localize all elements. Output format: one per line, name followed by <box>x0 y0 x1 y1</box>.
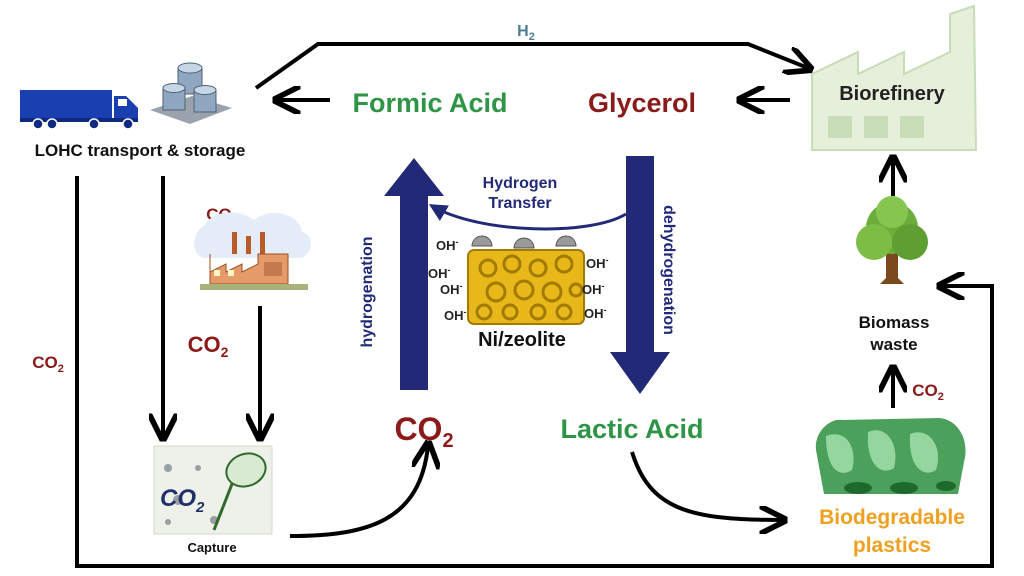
lohc-label: LOHC transport & storage <box>35 141 246 160</box>
formic-acid-label: Formic Acid <box>352 88 507 118</box>
capture-co2-label: CO2 <box>188 332 229 360</box>
hydrogenation-label: hydrogenation <box>359 236 376 347</box>
oh-label: OH- <box>436 237 459 253</box>
capture-net-icon: CO2 <box>153 445 273 535</box>
tree-icon <box>856 196 928 284</box>
catalyst-label: Ni/zeolite <box>478 329 566 351</box>
arrow-lactic-to-plastics <box>630 451 782 520</box>
hydrogen-transfer-line1: Hydrogen <box>483 175 558 192</box>
hydroxyl-groups: OH- OH- OH- OH- OH- OH- OH- <box>428 237 609 323</box>
arrow-loop-to-biomass <box>75 176 994 568</box>
glycerol-label: Glycerol <box>588 88 696 118</box>
loop-co2-label: CO2 <box>32 353 64 375</box>
biorefinery-icon <box>811 4 978 151</box>
arrow-capture-to-co2 <box>289 446 428 538</box>
truck-icon <box>20 90 138 130</box>
biorefinery-label: Biorefinery <box>839 83 945 105</box>
dehydrogenation-arrow: dehydrogenation <box>610 156 677 394</box>
dehydrogenation-label: dehydrogenation <box>660 205 677 335</box>
plastic-bottles-icon <box>815 418 966 494</box>
hydrogen-transfer-line2: Transfer <box>488 195 551 212</box>
co2-label: CO2 <box>394 411 453 452</box>
oh-label: OH- <box>440 281 463 297</box>
h2-label: H2 <box>517 23 535 43</box>
hydrogenation-arrow: hydrogenation <box>359 158 444 390</box>
capture-label: Capture <box>187 540 236 555</box>
storage-tanks-icon <box>150 62 232 124</box>
oh-label: OH- <box>584 305 607 321</box>
oh-label: OH- <box>586 255 609 271</box>
biomass-waste-line1: Biomass <box>859 313 930 332</box>
arrow-h2-to-biorefinery <box>254 42 808 90</box>
capture-logo-text: CO2 <box>160 485 205 516</box>
biodegradable-plastics-line1: Biodegradable <box>819 506 965 529</box>
oh-label: OH- <box>444 307 467 323</box>
hydrogen-transfer-arrow <box>428 204 627 231</box>
plastics-co2-label: CO2 <box>912 381 944 403</box>
biomass-waste-line2: waste <box>869 335 917 354</box>
oh-label: OH- <box>582 281 605 297</box>
zeolite-catalyst-icon <box>467 235 585 325</box>
oh-label: OH- <box>428 265 451 281</box>
biodegradable-plastics-line2: plastics <box>853 534 931 557</box>
lactic-acid-label: Lactic Acid <box>560 414 703 444</box>
flow-arrows <box>75 42 994 568</box>
factory-icon <box>194 212 311 290</box>
